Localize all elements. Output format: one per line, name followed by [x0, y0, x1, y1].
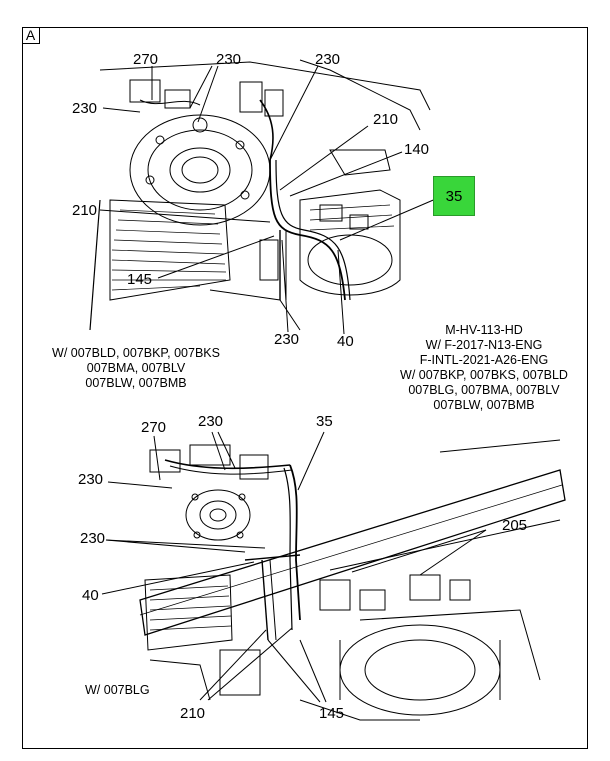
callout-230: 230	[274, 331, 300, 348]
callout-230: 230	[216, 51, 242, 68]
view-label: A	[22, 27, 40, 44]
callout-210: 210	[373, 111, 399, 128]
callout-230: 230	[198, 413, 224, 430]
callout-230: 230	[315, 51, 341, 68]
top-engine-drawing	[89, 59, 431, 331]
callout-270: 270	[141, 419, 167, 436]
applicability-note-bottom: W/ 007BLG	[85, 683, 150, 697]
callout-230: 230	[80, 530, 106, 547]
applicability-note-right: M-HV-113-HD W/ F-2017-N13-ENG F-INTL-202…	[400, 323, 568, 412]
callout-205: 205	[502, 517, 528, 534]
callout-35: 35	[316, 413, 333, 430]
callout-145: 145	[127, 271, 153, 288]
callout-270: 270	[133, 51, 159, 68]
callout-210: 210	[72, 202, 98, 219]
callout-230: 230	[78, 471, 104, 488]
callout-230: 230	[72, 100, 98, 117]
callout-140: 140	[404, 141, 430, 158]
top-leaders	[99, 65, 439, 335]
callout-40: 40	[82, 587, 99, 604]
callout-210: 210	[180, 705, 206, 722]
highlight-callout-35: 35	[433, 176, 475, 216]
callout-145: 145	[319, 705, 345, 722]
callout-40: 40	[337, 333, 354, 350]
bottom-engine-drawing	[139, 439, 566, 721]
bottom-leaders	[101, 431, 487, 703]
diagram-frame	[22, 27, 588, 749]
applicability-note-left: W/ 007BLD, 007BKP, 007BKS 007BMA, 007BLV…	[52, 346, 220, 390]
